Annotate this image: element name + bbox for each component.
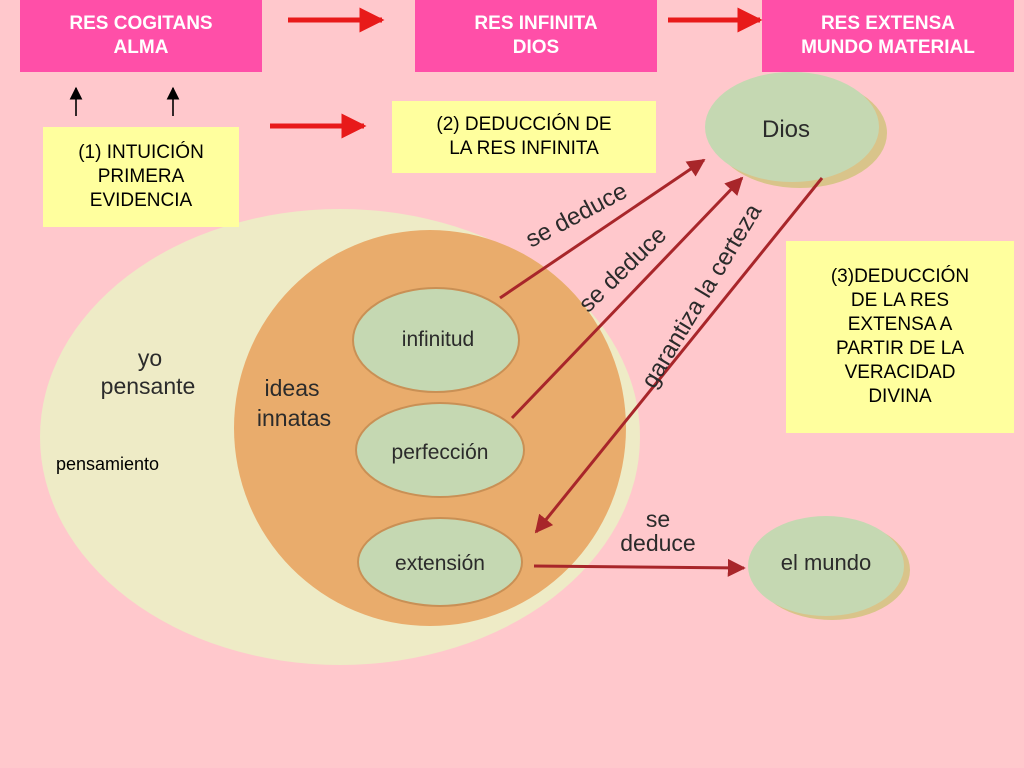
res-extensa-box: RES EXTENSA MUNDO MATERIAL <box>762 0 1014 72</box>
el-mundo-ellipse <box>748 516 904 616</box>
perfeccion-ellipse <box>355 402 525 498</box>
deduccion-extensa-label: (3)DEDUCCIÓN DE LA RES EXTENSA A PARTIR … <box>830 266 970 407</box>
perfeccion-label: perfección <box>392 441 489 464</box>
ideas-label: ideas <box>265 375 320 401</box>
deduccion-infinita-note: (2) DEDUCCIÓN DE LA RES INFINITA <box>392 101 656 173</box>
arrow-extension-to-mundo <box>533 558 746 577</box>
yo-label: yo <box>138 345 162 371</box>
arrow-infinitud-to-dios <box>499 158 706 300</box>
dios-label: Dios <box>762 116 810 143</box>
infinitud-ellipse <box>352 287 520 393</box>
arrow-perfeccion-to-dios <box>510 176 744 420</box>
intuicion-label: (1) INTUICIÓN PRIMERA EVIDENCIA <box>78 142 204 211</box>
res-extensa-label: RES EXTENSA MUNDO MATERIAL <box>801 13 975 58</box>
innatas-label: innatas <box>257 405 331 431</box>
se-deduce-label-1: se deduce <box>521 177 631 253</box>
res-cogitans-label: RES COGITANS ALMA <box>69 13 213 58</box>
res-infinita-box: RES INFINITA DIOS <box>415 0 657 72</box>
res-infinita-label: RES INFINITA DIOS <box>474 13 598 58</box>
deduccion-extensa-note: (3)DEDUCCIÓN DE LA RES EXTENSA A PARTIR … <box>786 241 1014 433</box>
extension-ellipse <box>357 517 523 607</box>
deduccion-infinita-label: (2) DEDUCCIÓN DE LA RES INFINITA <box>436 114 612 159</box>
pensante-label: pensante <box>101 373 196 399</box>
pensamiento-label: pensamiento <box>56 454 159 474</box>
intuicion-note: (1) INTUICIÓN PRIMERA EVIDENCIA <box>43 127 239 227</box>
arrow-dios-to-extension <box>534 177 824 534</box>
el-mundo-label: el mundo <box>781 550 872 575</box>
se-label: se <box>646 506 670 532</box>
extension-label: extensión <box>395 552 485 575</box>
res-cogitans-box: RES COGITANS ALMA <box>20 0 262 72</box>
deduce-label: deduce <box>620 530 695 556</box>
dios-ellipse <box>705 72 879 182</box>
infinitud-label: infinitud <box>402 328 474 351</box>
